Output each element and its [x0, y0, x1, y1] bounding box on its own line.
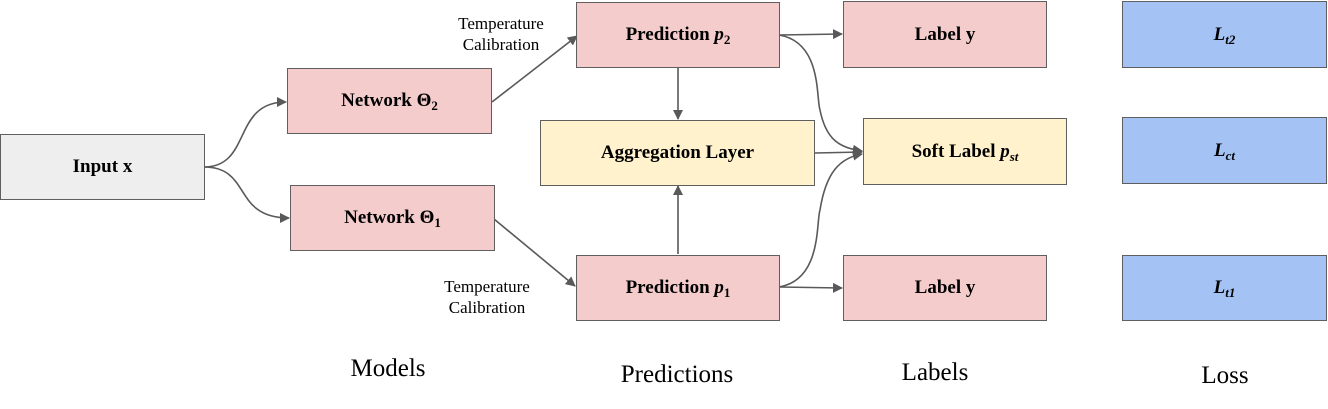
label-bottom-text: Label y: [914, 277, 976, 298]
temperature-calibration-top-line1: Temperature: [458, 14, 544, 33]
soft-label-subscript: st: [1009, 148, 1019, 164]
prediction1-node-variable: p: [714, 277, 724, 298]
network1-node-subscript: 1: [434, 215, 441, 230]
edge-input-to-network2: [203, 97, 287, 168]
loss-t2-subscript: t2: [1225, 31, 1236, 47]
prediction2-node-variable: p: [714, 24, 724, 45]
edge-prediction1-to-label-bottom: [778, 282, 843, 293]
label-top-text: Label y: [914, 23, 976, 45]
input-node-label: Input x: [72, 156, 133, 177]
temperature-calibration-top-label: Temperature Calibration: [436, 13, 566, 55]
section-labels: Labels: [901, 359, 969, 386]
network2-node-label: Network Θ: [341, 90, 432, 111]
input-node: Input x: [0, 134, 205, 200]
edge-aggregation-to-soft-label: [814, 147, 863, 158]
edge-network2-to-prediction2: [491, 35, 578, 103]
prediction1-node-label: Prediction: [625, 277, 710, 298]
prediction1-node-subscript: 1: [723, 285, 731, 300]
temperature-calibration-bottom-line2: Calibration: [448, 298, 526, 317]
edge-prediction2-to-soft-label: [778, 34, 863, 155]
loss-ct-subscript: ct: [1225, 147, 1235, 163]
aggregation-layer-label: Aggregation Layer: [600, 142, 755, 163]
edge-prediction1-to-soft-label: [778, 150, 863, 288]
label-bottom-node: Label y: [843, 255, 1047, 321]
loss-t1-subscript: t1: [1225, 285, 1236, 300]
loss-ct-variable: L: [1214, 139, 1226, 161]
network2-node-subscript: 2: [431, 98, 438, 113]
edge-input-to-network1: [203, 166, 290, 223]
loss-t1-variable: L: [1213, 277, 1226, 298]
edge-network1-to-prediction1: [493, 218, 576, 287]
temperature-calibration-bottom-line1: Temperature: [444, 277, 530, 296]
section-loss: Loss: [1201, 362, 1249, 389]
soft-label-variable: p: [1000, 140, 1010, 162]
section-predictions: Predictions: [620, 361, 734, 388]
aggregation-layer-node: Aggregation Layer: [540, 120, 815, 186]
prediction2-node-subscript: 2: [723, 32, 731, 47]
prediction2-node-label: Prediction: [625, 24, 710, 45]
loss-t2-variable: L: [1213, 23, 1226, 45]
edge-prediction2-to-label-top: [778, 29, 843, 40]
network1-node-label: Network Θ: [344, 207, 435, 228]
temperature-calibration-top-line2: Calibration: [462, 35, 540, 54]
temperature-calibration-bottom-label: Temperature Calibration: [422, 276, 552, 318]
soft-label-text: Soft Label: [911, 140, 996, 162]
section-models: Models: [350, 355, 426, 382]
label-top-node: Label y: [843, 1, 1047, 68]
